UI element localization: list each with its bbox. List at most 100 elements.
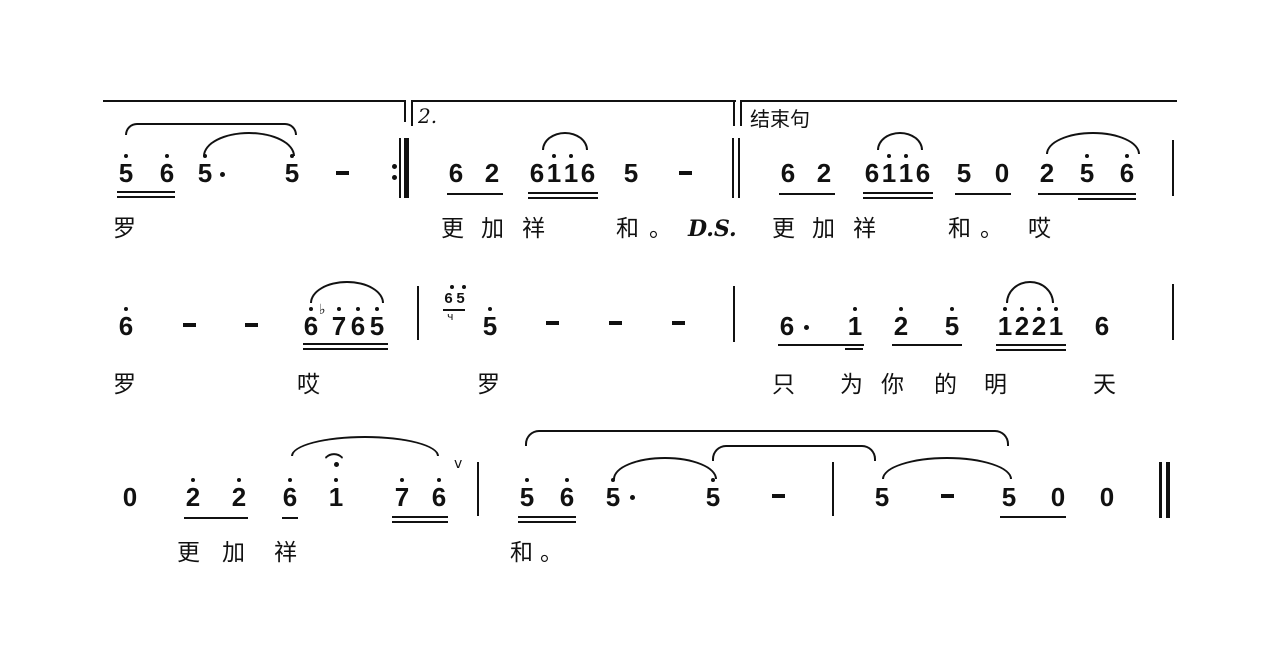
sustain-dash xyxy=(772,494,785,498)
sustain-dash xyxy=(546,321,559,325)
augmentation-dot xyxy=(220,172,225,177)
barline xyxy=(738,138,740,198)
note: 5 xyxy=(874,482,890,512)
note: 6 xyxy=(779,311,795,341)
sustain-dash xyxy=(609,321,622,325)
note: 6 xyxy=(864,158,880,188)
note: 6 xyxy=(159,154,175,188)
note: 6 xyxy=(448,158,464,188)
grace-note: 5 xyxy=(456,285,466,307)
note: 7 xyxy=(394,478,410,512)
note: 0 xyxy=(1050,482,1066,512)
note: 6 xyxy=(1094,311,1110,341)
barline xyxy=(733,286,735,342)
breath-mark: v xyxy=(454,456,463,472)
ending-rule xyxy=(740,100,1177,102)
note: 5 xyxy=(284,154,300,188)
sustain-dash xyxy=(245,323,258,327)
note: 1 xyxy=(997,307,1013,341)
note: 6 xyxy=(118,307,134,341)
note: 0 xyxy=(994,158,1010,188)
underline xyxy=(392,516,448,518)
underline xyxy=(117,196,175,198)
volta-tick xyxy=(404,100,406,122)
barline-final xyxy=(1166,462,1170,518)
note: 2 xyxy=(484,158,500,188)
lyric: 。 xyxy=(980,216,1003,242)
underline xyxy=(863,197,933,199)
note: 2 xyxy=(185,478,201,512)
slur xyxy=(1006,281,1054,303)
lyric: 祥 xyxy=(274,540,297,566)
grace-underline xyxy=(443,309,465,311)
phrase-bracket xyxy=(525,430,1009,446)
note: 5 xyxy=(705,478,721,512)
sustain-dash xyxy=(672,321,685,325)
lyric: 只 xyxy=(772,372,795,398)
phrase-bracket xyxy=(712,445,876,461)
lyric: 罗 xyxy=(113,372,136,398)
note: 6 xyxy=(529,158,545,188)
barline-final xyxy=(1159,462,1162,518)
augmentation-dot xyxy=(804,325,809,330)
ending-tick-a xyxy=(733,100,735,126)
note: 5 xyxy=(519,478,535,512)
tie xyxy=(613,457,717,479)
note: 2 xyxy=(893,307,909,341)
note: 1 xyxy=(563,154,579,188)
note: 6 xyxy=(1119,154,1135,188)
underline xyxy=(845,348,863,350)
barline xyxy=(399,138,401,198)
underline xyxy=(1078,198,1136,200)
lyric: 。 xyxy=(540,540,563,566)
lyric: 为 xyxy=(840,372,863,398)
note: 5 xyxy=(482,307,498,341)
volta-rule-left xyxy=(103,100,405,102)
underline xyxy=(303,348,388,350)
grace-slur-mark: ч xyxy=(447,310,454,323)
tie xyxy=(203,132,295,156)
underline xyxy=(863,192,933,194)
lyric: 加 xyxy=(481,216,504,242)
sustain-dash xyxy=(336,171,349,175)
note: 6 xyxy=(580,158,596,188)
underline xyxy=(778,344,864,346)
note: 6 xyxy=(431,478,447,512)
underline xyxy=(184,517,248,519)
lyric: 和 xyxy=(510,540,533,566)
volta-2-label: 2. xyxy=(418,104,438,128)
fermata-dot xyxy=(334,462,339,467)
note: 6 xyxy=(915,158,931,188)
barline xyxy=(477,462,479,516)
note: 2 xyxy=(816,158,832,188)
lyric: 罗 xyxy=(113,216,136,242)
underline xyxy=(1000,516,1066,518)
lyric: 和 xyxy=(948,216,971,242)
ending-tick-b xyxy=(740,100,742,126)
underline xyxy=(528,197,598,199)
note: 6 xyxy=(559,478,575,512)
note: 0 xyxy=(122,482,138,512)
underline xyxy=(528,192,598,194)
underline xyxy=(1038,193,1136,195)
underline xyxy=(996,344,1066,346)
underline xyxy=(282,517,298,519)
underline xyxy=(518,516,576,518)
repeat-dot xyxy=(392,164,397,169)
lyric: 哎 xyxy=(297,372,320,398)
note: 1 xyxy=(881,154,897,188)
note: 5 xyxy=(1001,482,1017,512)
lyric: 祥 xyxy=(522,216,545,242)
lyric: 祥 xyxy=(853,216,876,242)
note: 2 xyxy=(1014,307,1030,341)
sustain-dash xyxy=(941,494,954,498)
barline xyxy=(1172,284,1174,340)
underline xyxy=(447,193,503,195)
lyric: 的 xyxy=(934,372,957,398)
tie xyxy=(882,457,1012,479)
lyric: 加 xyxy=(812,216,835,242)
barline-thick xyxy=(404,138,409,198)
lyric: 哎 xyxy=(1028,216,1051,242)
underline xyxy=(303,343,388,345)
note: 6 xyxy=(303,307,319,341)
